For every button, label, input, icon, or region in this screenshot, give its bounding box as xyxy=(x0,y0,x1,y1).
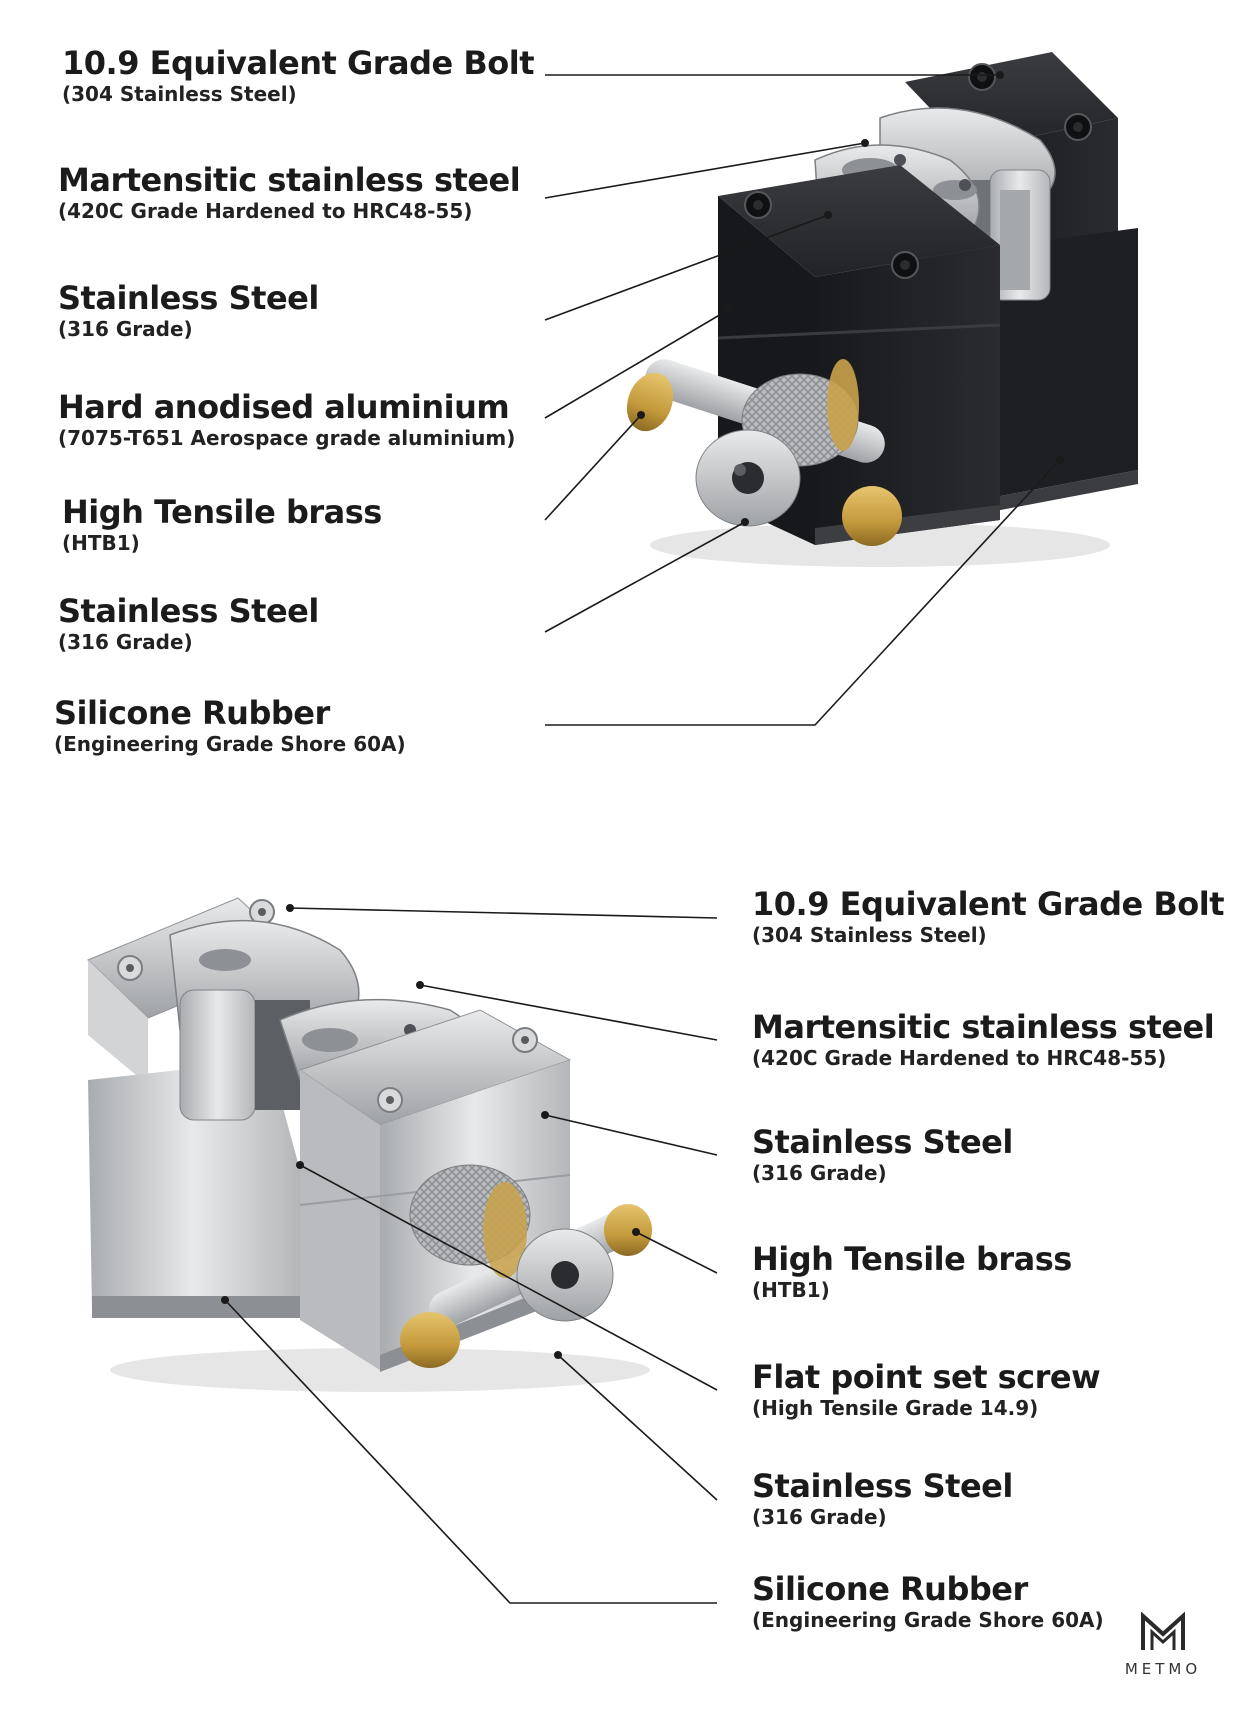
callout-bottom-stainless-2: Stainless Steel (316 Grade) xyxy=(752,1467,1013,1529)
leader-dot xyxy=(286,904,294,912)
callout-name: Hard anodised aluminium xyxy=(58,388,510,426)
callout-name: High Tensile brass xyxy=(752,1240,1072,1278)
callout-top-silicone: Silicone Rubber (Engineering Grade Shore… xyxy=(54,694,406,756)
callout-top-brass: High Tensile brass (HTB1) xyxy=(62,493,382,555)
callout-bottom-set-screw: Flat point set screw (High Tensile Grade… xyxy=(752,1358,1101,1420)
bottom-leader-dots xyxy=(221,904,640,1359)
callout-top-bolt: 10.9 Equivalent Grade Bolt (304 Stainles… xyxy=(62,44,534,106)
callout-name: High Tensile brass xyxy=(62,493,382,531)
leader-dot xyxy=(741,518,749,526)
bottom-leader-lines xyxy=(224,907,718,1604)
leader-dot xyxy=(637,411,645,419)
callout-spec: (316 Grade) xyxy=(752,1505,887,1529)
callout-top-martensitic: Martensitic stainless steel (420C Grade … xyxy=(58,161,521,223)
callout-top-stainless-1: Stainless Steel (316 Grade) xyxy=(58,279,319,341)
leader-line xyxy=(224,1299,717,1604)
top-leader-dots xyxy=(637,71,1064,526)
callout-bottom-martensitic: Martensitic stainless steel (420C Grade … xyxy=(752,1008,1215,1070)
callout-name: Stainless Steel xyxy=(58,279,319,317)
callout-spec: (HTB1) xyxy=(752,1278,830,1302)
leader-line xyxy=(544,1114,718,1156)
leader-line xyxy=(544,142,866,199)
leader-dot xyxy=(996,71,1004,79)
callout-name: Martensitic stainless steel xyxy=(58,161,521,199)
bolt-icon xyxy=(117,955,143,981)
bolt-icon xyxy=(377,1087,403,1113)
leader-dot xyxy=(1056,456,1064,464)
leader-dot xyxy=(824,211,832,219)
callout-name: Stainless Steel xyxy=(752,1467,1013,1505)
bolt-icon xyxy=(512,1027,538,1053)
callout-bottom-bolt: 10.9 Equivalent Grade Bolt (304 Stainles… xyxy=(752,885,1224,947)
callout-name: Martensitic stainless steel xyxy=(752,1008,1215,1046)
top-product-illustration xyxy=(626,52,1138,567)
callout-bottom-brass: High Tensile brass (HTB1) xyxy=(752,1240,1072,1302)
callout-top-stainless-2: Stainless Steel (316 Grade) xyxy=(58,592,319,654)
leader-line xyxy=(544,521,746,633)
callout-spec: (7075-T651 Aerospace grade aluminium) xyxy=(58,426,516,450)
metmo-m-logo-icon xyxy=(1141,1611,1185,1650)
callout-name: Stainless Steel xyxy=(58,592,319,630)
callout-top-aluminium: Hard anodised aluminium (7075-T651 Aeros… xyxy=(58,388,515,450)
leader-dot xyxy=(541,1111,549,1119)
brass-knob-icon xyxy=(842,486,902,546)
callout-spec: (HTB1) xyxy=(62,531,140,555)
callout-name: Silicone Rubber xyxy=(54,694,330,732)
callout-spec: (Engineering Grade Shore 60A) xyxy=(54,732,406,756)
leader-line xyxy=(635,1231,718,1274)
callout-name: Flat point set screw xyxy=(752,1358,1101,1396)
callout-spec: (316 Grade) xyxy=(58,317,193,341)
callout-spec: (304 Stainless Steel) xyxy=(752,923,987,947)
bolt-icon xyxy=(1064,113,1092,141)
leader-dot xyxy=(296,1161,304,1169)
leader-dot xyxy=(416,981,424,989)
bolt-icon xyxy=(891,251,919,279)
callout-spec: (420C Grade Hardened to HRC48-55) xyxy=(752,1046,1167,1070)
callout-spec: (316 Grade) xyxy=(58,630,193,654)
leader-dot xyxy=(861,139,869,147)
leader-line xyxy=(545,459,1061,726)
leader-dot xyxy=(554,1351,562,1359)
callout-spec: (316 Grade) xyxy=(752,1161,887,1185)
leader-line xyxy=(289,907,718,919)
callout-name: 10.9 Equivalent Grade Bolt xyxy=(62,44,534,82)
callout-bottom-silicone: Silicone Rubber (Engineering Grade Shore… xyxy=(752,1570,1104,1632)
callout-spec: (304 Stainless Steel) xyxy=(62,82,297,106)
leader-line xyxy=(299,1164,718,1391)
leader-dot xyxy=(632,1228,640,1236)
leader-line xyxy=(544,414,642,521)
leader-line xyxy=(544,309,729,419)
leader-line xyxy=(557,1354,718,1501)
leader-line xyxy=(544,214,829,321)
brass-knob-icon xyxy=(400,1312,460,1368)
callout-bottom-stainless-1: Stainless Steel (316 Grade) xyxy=(752,1123,1013,1185)
brand-logo: METMO xyxy=(1108,1611,1218,1678)
bottom-product-illustration xyxy=(87,897,652,1392)
callout-name: Silicone Rubber xyxy=(752,1570,1028,1608)
callout-spec: (High Tensile Grade 14.9) xyxy=(752,1396,1039,1420)
top-leader-lines xyxy=(544,74,1061,726)
callout-name: 10.9 Equivalent Grade Bolt xyxy=(752,885,1224,923)
callout-spec: (420C Grade Hardened to HRC48-55) xyxy=(58,199,473,223)
callout-name: Stainless Steel xyxy=(752,1123,1013,1161)
brand-wordmark: METMO xyxy=(1124,1660,1202,1678)
leader-line xyxy=(419,984,718,1041)
bolt-icon xyxy=(968,63,996,91)
brass-knob-icon xyxy=(604,1204,652,1256)
leader-dot xyxy=(221,1296,229,1304)
bolt-icon xyxy=(744,191,772,219)
callout-spec: (Engineering Grade Shore 60A) xyxy=(752,1608,1104,1632)
leader-dot xyxy=(724,306,732,314)
